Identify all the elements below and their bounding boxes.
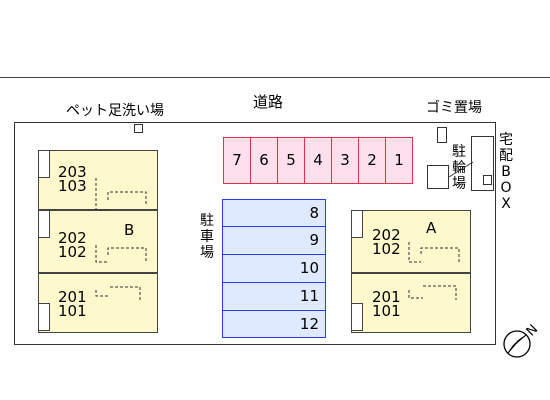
building-b-upper [38,150,158,210]
building-b-letter: B [124,221,135,239]
building-a-stairs [408,242,460,300]
building-b-stairs [95,178,147,300]
road-line [0,77,550,78]
building-a-letter: A [426,219,437,237]
bicycle-connector [448,161,474,178]
parking-slot-1: 1 [385,137,413,184]
unit-b-203: 203 [58,163,87,181]
unit-b-202: 202 [58,229,87,247]
building-a-notch-1 [351,210,363,238]
garbage-marker [437,127,447,143]
pet-wash-label: ペット足洗い場 [66,103,164,119]
unit-a-102: 102 [372,240,401,258]
parking-slot-12: 12 [222,310,326,338]
unit-b-201: 201 [58,288,87,306]
building-b-notch-2 [38,210,50,238]
unit-a-202: 202 [372,226,401,244]
parking-slot-7: 7 [223,137,251,184]
delivery-box-marker [483,175,492,185]
parking-slot-3: 3 [331,137,359,184]
bicycle-parking-label: 駐輪場 [452,144,466,192]
bicycle-parking-box [427,165,449,189]
unit-a-201: 201 [372,288,401,306]
parking-slot-4: 4 [304,137,332,184]
pet-wash-marker [134,124,143,133]
unit-b-103: 103 [58,177,87,195]
compass-icon [503,330,531,358]
parking-slot-9: 9 [222,226,326,255]
parking-label: 駐車場 [200,213,214,261]
parking-slot-10: 10 [222,254,326,283]
delivery-box-label: 宅配BOX [499,132,513,212]
building-b-notch-1 [38,150,50,178]
building-a-lower [351,273,471,333]
building-a-notch-2 [351,303,363,331]
unit-a-101: 101 [372,302,401,320]
garbage-label: ゴミ置場 [426,100,482,116]
building-b-notch-3 [38,303,50,331]
building-b-middle [38,210,158,273]
unit-b-101: 101 [58,302,87,320]
site-boundary [14,122,496,345]
road-label: 道路 [253,93,284,111]
unit-b-102: 102 [58,243,87,261]
